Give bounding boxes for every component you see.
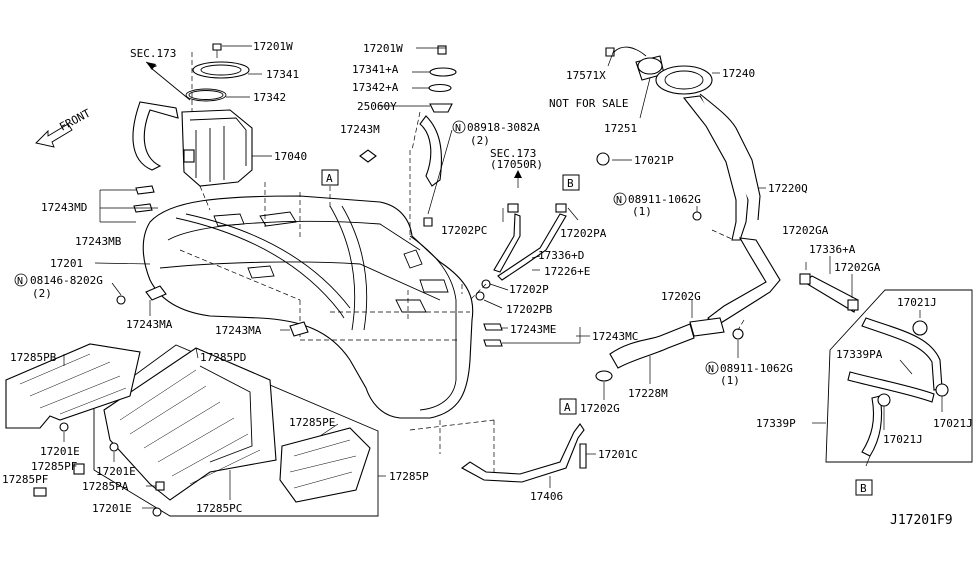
- ref-box-a2: A: [559, 398, 577, 415]
- protector-pads: [116, 149, 503, 347]
- label-sec173-b: SEC.173: [490, 147, 536, 160]
- heat-insulator-box: [5, 343, 379, 517]
- label-17406: 17406: [530, 490, 563, 503]
- label-17202ga-b: 17202GA: [834, 261, 881, 274]
- front-arrow: FRONT: [35, 106, 93, 148]
- label-17201: 17201: [50, 257, 83, 270]
- label-08911a-qty: (1): [632, 205, 652, 218]
- label-17285pa: 17285PA: [82, 480, 129, 493]
- label-08911b-qty: (1): [720, 374, 740, 387]
- tank-band: [409, 419, 587, 483]
- label-17220q: 17220Q: [768, 182, 808, 195]
- label-17021j-c: 17021J: [883, 433, 923, 446]
- sec173-arrow-b: [514, 170, 522, 188]
- fuel-pump-assembly: [132, 43, 253, 187]
- label-17341a: 17341+A: [352, 63, 399, 76]
- svg-text:A: A: [326, 172, 333, 185]
- evap-hoses: [461, 203, 567, 301]
- label-17243mc: 17243MC: [592, 330, 638, 343]
- label-17201w-a: 17201W: [253, 40, 293, 53]
- label-17040: 17040: [274, 150, 307, 163]
- label-17285pb: 17285PB: [10, 351, 57, 364]
- label-17243mb: 17243MB: [75, 235, 122, 248]
- label-17243me: 17243ME: [510, 323, 556, 336]
- label-17341: 17341: [266, 68, 299, 81]
- ref-box-b1: B: [562, 174, 580, 191]
- filler-neck: [595, 46, 859, 382]
- ref-box-a1: A: [321, 169, 339, 186]
- label-17339p: 17339P: [756, 417, 796, 430]
- label-17202pa: 17202PA: [560, 227, 607, 240]
- n-marker-08146: N: [14, 273, 28, 287]
- label-08146-qty: (2): [32, 287, 52, 300]
- breather-tube-box: [825, 289, 973, 467]
- label-17202g-a: 17202G: [661, 290, 701, 303]
- svg-text:B: B: [567, 177, 574, 190]
- label-17202pc: 17202PC: [441, 224, 487, 237]
- label-17021p: 17021P: [634, 154, 674, 167]
- front-label: FRONT: [57, 106, 93, 133]
- n-marker-08918: N: [452, 120, 466, 134]
- svg-text:N: N: [708, 364, 714, 375]
- label-08146: 08146-8202G: [30, 274, 103, 287]
- label-17202ga-a: 17202GA: [782, 224, 829, 237]
- label-17342a: 17342+A: [352, 81, 399, 94]
- label-17339pa: 17339PA: [836, 348, 883, 361]
- label-17050r: (17050R): [490, 158, 543, 171]
- label-17243m: 17243M: [340, 123, 380, 136]
- svg-text:N: N: [455, 123, 461, 134]
- label-17285pd: 17285PD: [200, 351, 246, 364]
- ref-box-b2: B: [855, 479, 873, 496]
- n-marker-08911b: N: [705, 361, 719, 375]
- leader-lines: [63, 45, 943, 509]
- label-17336a: 17336+A: [809, 243, 856, 256]
- label-17285pe: 17285PE: [289, 416, 335, 429]
- label-17336d: 17336+D: [538, 249, 584, 262]
- label-17226e: 17226+E: [544, 265, 590, 278]
- label-17285pf-a: 17285PF: [31, 460, 77, 473]
- svg-text:N: N: [616, 195, 622, 206]
- fuel-tank: [142, 150, 474, 419]
- label-not-for-sale: NOT FOR SALE: [549, 97, 628, 110]
- part-labels: SEC.173 17201W 17341 17342 17040 17243M …: [2, 40, 973, 528]
- label-08918-qty: (2): [470, 134, 490, 147]
- label-17285p: 17285P: [389, 470, 429, 483]
- label-17201e-c: 17201E: [92, 502, 132, 515]
- svg-text:N: N: [17, 276, 23, 287]
- label-08911b: 08911-1062G: [720, 362, 793, 375]
- n-marker-08911a: N: [613, 192, 627, 206]
- label-17201c: 17201C: [598, 448, 638, 461]
- label-17021j-b: 17021J: [933, 417, 973, 430]
- label-17201e-b: 17201E: [96, 465, 136, 478]
- label-25060y: 25060Y: [357, 100, 397, 113]
- svg-text:B: B: [860, 482, 867, 495]
- label-17021j-a: 17021J: [897, 296, 937, 309]
- sec173-arrow-top: [145, 61, 191, 101]
- label-sec173-top: SEC.173: [130, 47, 176, 60]
- label-17243md: 17243MD: [41, 201, 87, 214]
- label-17251: 17251: [604, 122, 637, 135]
- label-08911a: 08911-1062G: [628, 193, 701, 206]
- diagram-code: J17201F9: [890, 513, 953, 528]
- label-17285pc: 17285PC: [196, 502, 242, 515]
- label-17202g-b: 17202G: [580, 402, 620, 415]
- label-08918: 08918-3082A: [467, 121, 540, 134]
- label-17202pb: 17202PB: [506, 303, 553, 316]
- label-17201w-b: 17201W: [363, 42, 403, 55]
- label-17240: 17240: [722, 67, 755, 80]
- svg-text:A: A: [564, 401, 571, 414]
- label-17571x: 17571X: [566, 69, 606, 82]
- label-17228m: 17228M: [628, 387, 668, 400]
- label-17342: 17342: [253, 91, 286, 104]
- label-17201e-a: 17201E: [40, 445, 80, 458]
- label-17202p: 17202P: [509, 283, 549, 296]
- label-17243ma-b: 17243MA: [215, 324, 262, 337]
- label-17243ma-a: 17243MA: [126, 318, 173, 331]
- label-17285pf-b: 17285PF: [2, 473, 48, 486]
- fuel-sender-unit: [411, 45, 457, 227]
